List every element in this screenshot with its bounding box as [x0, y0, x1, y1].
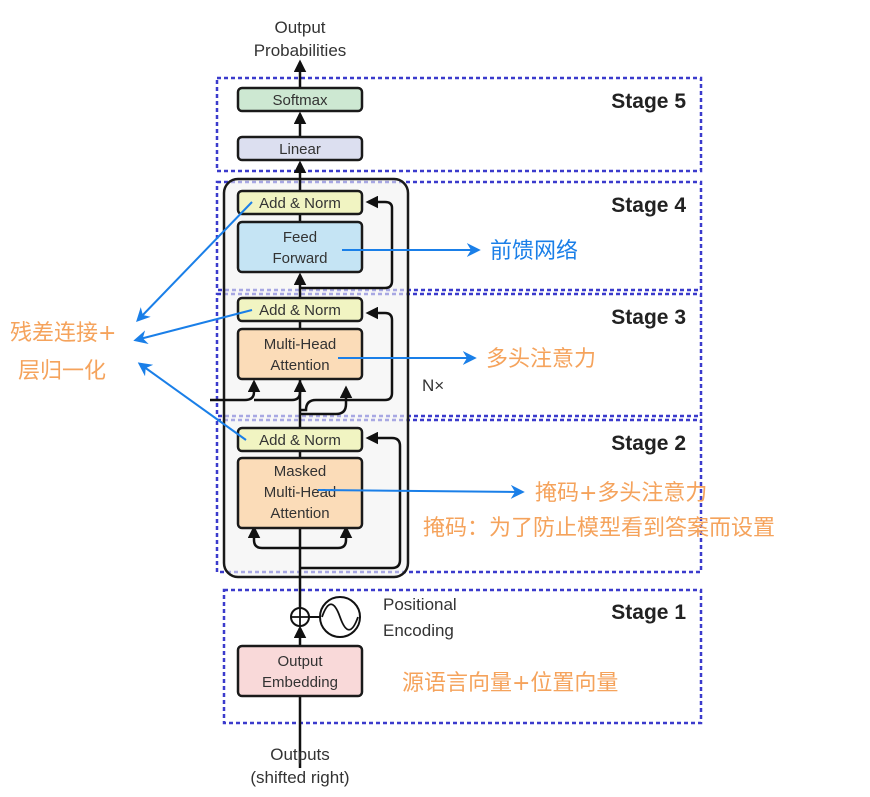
- softmax-block: [236, 86, 364, 113]
- stage-1-label: Stage 1: [611, 601, 686, 624]
- stage-3-box: [215, 292, 703, 418]
- stage-1-box: [222, 588, 703, 725]
- residual-arrow-2: [133, 309, 253, 344]
- masked-attention-label-line3: Attention: [270, 505, 329, 522]
- stage-4-label: Stage 4: [611, 194, 686, 217]
- add-norm-label-stage4: Add & Norm: [259, 195, 341, 212]
- annotation-feed-forward: 前馈网络: [490, 239, 578, 264]
- add-norm-block-stage3: [236, 296, 364, 323]
- mha-inputs: [210, 382, 302, 402]
- masked-attention-label-line2: Multi-Head: [264, 484, 337, 501]
- annotation-residual-line1: 残差连接+: [10, 321, 116, 346]
- stage-5-box: [215, 76, 703, 173]
- output-probabilities-line2: Probabilities: [254, 41, 347, 60]
- masked-attention-inputs: [252, 528, 348, 550]
- residual-path-stage3: [300, 306, 394, 412]
- residual-arrow-1: [136, 201, 253, 323]
- add-norm-label-stage3: Add & Norm: [259, 302, 341, 319]
- annotation-embedding: 源语言向量+位置向量: [402, 671, 618, 696]
- stage-5-label: Stage 5: [611, 90, 686, 113]
- feed-forward-block: [236, 220, 364, 274]
- annotation-masked-note: 掩码：为了防止模型看到答案而设置: [423, 516, 775, 541]
- stage-2-box: [215, 418, 703, 574]
- output-embedding-block: [236, 644, 364, 698]
- add-norm-block-stage4: [236, 189, 364, 216]
- annotation-masked: 掩码+多头注意力: [535, 481, 707, 506]
- multi-head-attention-block: [236, 327, 364, 381]
- output-embedding-label-line2: Embedding: [262, 674, 338, 691]
- outputs-shifted-line2: (shifted right): [250, 768, 349, 787]
- annotation-multi-head: 多头注意力: [486, 347, 596, 372]
- mha-input-arrow-right: [300, 385, 353, 416]
- feed-forward-label-line2: Forward: [272, 250, 327, 267]
- add-norm-label-stage2: Add & Norm: [259, 432, 341, 449]
- output-probabilities-line1: Output: [274, 18, 325, 37]
- repeat-count-label: N×: [422, 376, 444, 395]
- linear-block: [236, 135, 364, 162]
- outputs-shifted-line1: Outputs: [270, 745, 330, 764]
- feed-forward-label-line1: Feed: [283, 229, 317, 246]
- positional-encoding-line2: Encoding: [383, 621, 454, 640]
- residual-path-stage2: [300, 431, 402, 570]
- multi-head-attention-label-line2: Attention: [270, 357, 329, 374]
- sine-wave-path: [321, 603, 359, 631]
- multi-head-attention-label-line1: Multi-Head: [264, 336, 337, 353]
- stage-4-box: [215, 180, 703, 292]
- linear-label: Linear: [279, 141, 321, 158]
- stage-3-label: Stage 3: [611, 306, 686, 329]
- annotation-arrow-masked: [317, 484, 525, 499]
- softmax-label: Softmax: [272, 92, 328, 109]
- residual-arrow-3: [137, 362, 247, 441]
- output-embedding-label-line1: Output: [277, 653, 323, 670]
- masked-attention-label-line1: Masked: [274, 463, 327, 480]
- positional-encoding-line1: Positional: [383, 595, 457, 614]
- residual-path-stage4: [300, 195, 394, 290]
- add-norm-block-stage2: [236, 426, 364, 453]
- masked-attention-block: [236, 456, 364, 530]
- annotation-residual-line2: 层归一化: [18, 359, 106, 384]
- stage-2-label: Stage 2: [611, 432, 686, 455]
